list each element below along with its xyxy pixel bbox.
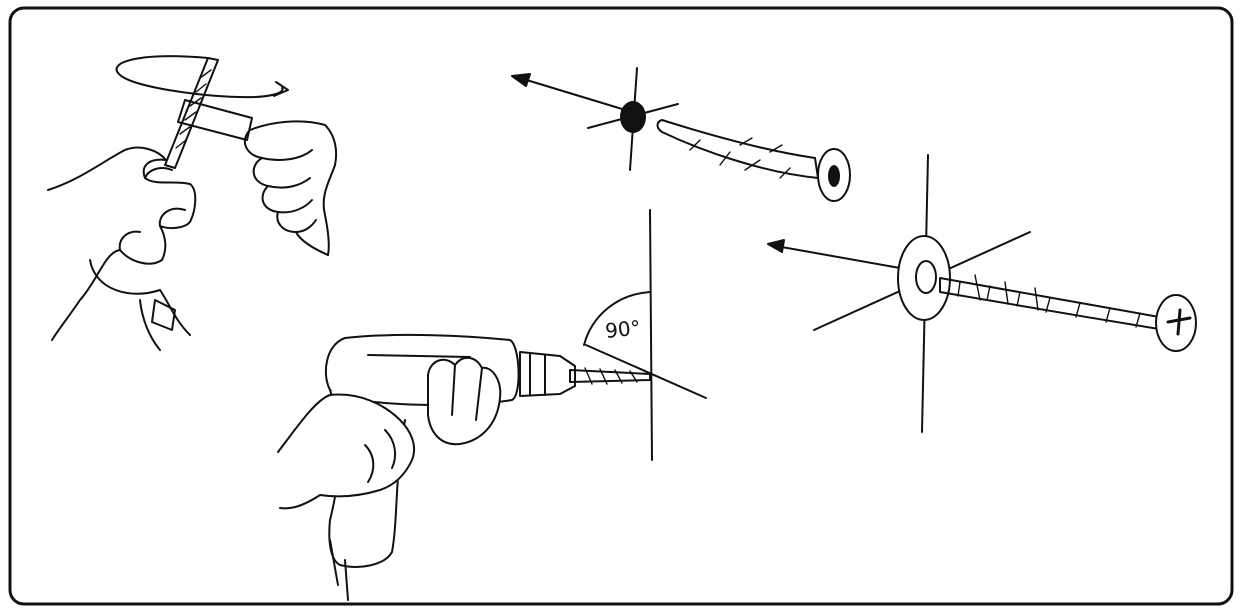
angle-label: 90° bbox=[604, 315, 642, 343]
wall-plug-illustration bbox=[512, 68, 850, 201]
tightening-bit-illustration bbox=[48, 56, 336, 350]
diagram-border bbox=[10, 8, 1232, 604]
drilling-illustration: 90° bbox=[278, 210, 706, 600]
